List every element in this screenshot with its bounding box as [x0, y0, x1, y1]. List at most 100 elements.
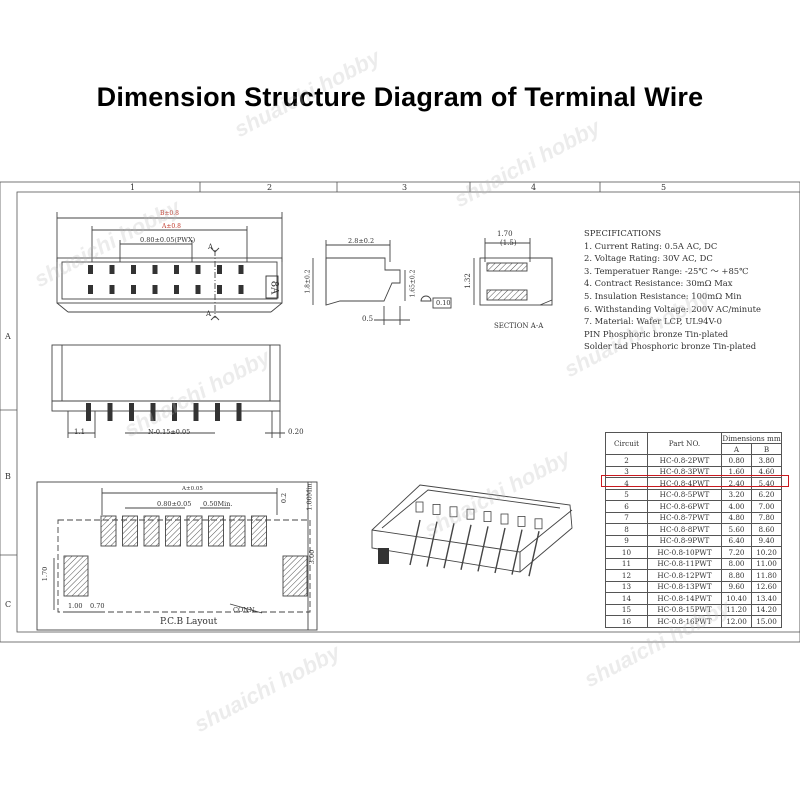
cell-dim-b: 14.20: [751, 603, 782, 616]
top-pin: [131, 265, 136, 274]
front-pin: [172, 403, 177, 421]
pcb-pad: [186, 515, 203, 547]
cell-dim-b: 12.60: [751, 580, 782, 593]
iso-pin-slot: [483, 511, 492, 523]
spec-line: 1. Current Rating: 0.5A AC, DC: [584, 240, 718, 251]
iso-pin-slot: [466, 508, 475, 520]
header-dimensions: Dimensions mm: [721, 432, 782, 444]
column-label: 1: [130, 183, 136, 192]
dim-pcb-300: 3.00: [308, 549, 317, 565]
isometric-pins: [409, 501, 543, 577]
top-pin: [195, 265, 201, 274]
dim-pcb-100min: 1.00Min.: [305, 481, 314, 511]
dim-front-pins: N-0.15±0.05: [148, 428, 191, 436]
cell-part-no: HC-0.8-9PWT: [647, 534, 722, 547]
section-marker-top: A: [208, 243, 214, 251]
cell-dim-b: 15.00: [751, 615, 782, 628]
specifications: SPECIFICATIONS 1. Current Rating: 0.5A A…: [584, 227, 761, 353]
front-view-pins: [86, 403, 242, 421]
iso-pin-slot: [432, 503, 441, 515]
row-label: B: [5, 472, 11, 481]
cell-part-no: HC-0.8-12PWT: [647, 569, 722, 582]
pcb-caption: P.C.B Layout: [160, 617, 218, 627]
dim-pcb-min: 0.50Min.: [203, 500, 233, 508]
cell-circuit: 13: [605, 580, 648, 593]
row-label: C: [5, 600, 12, 609]
cell-dim-a: 6.40: [721, 534, 752, 547]
dim-side-flat: 0.10: [436, 299, 451, 307]
spec-line: 2. Voltage Rating: 30V AC, DC: [584, 253, 713, 264]
iso-pin: [460, 524, 472, 570]
cell-dim-b: 6.20: [751, 488, 782, 501]
page-title: Dimension Structure Diagram of Terminal …: [96, 82, 704, 112]
cell-circuit: 12: [605, 569, 648, 582]
cell-part-no: HC-0.8-5PWT: [647, 488, 722, 501]
cell-dim-b: 7.00: [751, 500, 782, 513]
section-caption: SECTION A-A: [494, 322, 544, 330]
iso-pin: [409, 519, 421, 566]
spec-heading: SPECIFICATIONS: [584, 228, 662, 238]
dim-section-top2: (1.5): [500, 239, 517, 247]
header-b: B: [751, 443, 782, 455]
cell-circuit: 11: [605, 557, 648, 570]
spec-line: 3. Temperatuer Range: -25℃ ～ +85℃: [584, 265, 749, 276]
table-header-row: A B: [606, 443, 782, 455]
cell-dim-b: 9.40: [751, 534, 782, 547]
cell-part-no: HC-0.8-7PWT: [647, 511, 722, 524]
dim-section-height: 1.32: [463, 273, 472, 289]
cell-circuit: 9: [605, 534, 648, 547]
front-pin: [86, 403, 91, 421]
dim-section-top: 1.70: [497, 230, 513, 238]
front-pin: [107, 403, 113, 421]
pcb-pad: [165, 515, 181, 547]
column-label: 5: [661, 183, 667, 192]
cell-part-no: HC-0.8-8PWT: [647, 523, 722, 536]
iso-pin-slot: [415, 501, 424, 513]
spec-line: 5. Insulation Resistance: 100mΩ Min: [584, 290, 742, 301]
column-label: 4: [531, 183, 537, 192]
dim-side-height: 1.8±0.2: [304, 269, 312, 294]
cell-dim-a: 5.60: [721, 523, 752, 536]
cell-dim-b: 8.60: [751, 523, 782, 536]
cell-dim-b: 11.80: [751, 569, 782, 582]
cell-circuit: 7: [605, 511, 648, 524]
isometric-view: [371, 484, 573, 573]
cell-dim-a: 0.80: [721, 454, 752, 467]
cell-dim-a: 3.20: [721, 488, 752, 501]
iso-pin-slot: [449, 506, 458, 518]
column-label: 3: [402, 183, 408, 192]
pcb-pad: [208, 515, 224, 547]
iso-pin: [443, 523, 455, 569]
iso-pin: [426, 521, 438, 567]
top-pin: [217, 285, 222, 294]
cell-circuit: 2: [605, 454, 648, 467]
dim-front-right: 0.20: [288, 428, 304, 436]
cell-dim-b: 10.20: [751, 546, 782, 559]
cell-dim-b: 13.40: [751, 592, 782, 605]
cell-part-no: HC-0.8-2PWT: [647, 454, 722, 467]
iso-pin: [511, 529, 523, 575]
top-view-pins: [88, 265, 244, 294]
pcb-pad: [143, 515, 160, 547]
cell-dim-a: 9.60: [721, 580, 752, 593]
top-pin: [238, 265, 244, 274]
section-marker-bottom: A: [206, 310, 212, 318]
front-pin: [150, 403, 156, 421]
dim-pcb-pitch: 0.80±0.05: [157, 500, 192, 508]
table-header-row: Circuit Part NO. Dimensions mm: [605, 432, 782, 455]
top-pin: [217, 265, 222, 274]
cell-dim-b: 3.80: [751, 454, 782, 467]
cell-dim-b: 11.00: [751, 557, 782, 570]
header-part-no: Part NO.: [647, 432, 722, 455]
top-pin: [88, 285, 93, 294]
iso-pin-slot: [517, 516, 526, 527]
